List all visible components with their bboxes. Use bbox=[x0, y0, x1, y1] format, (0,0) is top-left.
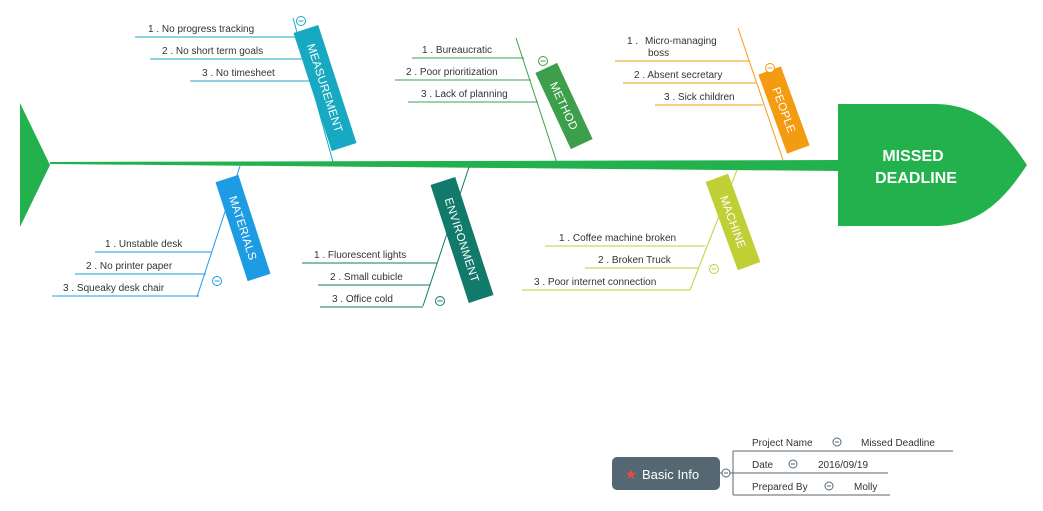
info-key-project-name[interactable]: Project Name bbox=[752, 438, 813, 449]
cause-method-3[interactable]: 3 . Lack of planning bbox=[421, 89, 508, 100]
cause-method-1[interactable]: 1 . Bureaucratic bbox=[422, 45, 492, 56]
cause-environment-3[interactable]: 3 . Office cold bbox=[332, 294, 393, 305]
cause-materials-2[interactable]: 2 . No printer paper bbox=[86, 261, 173, 272]
cause-line bbox=[522, 245, 705, 291]
collapse-icon[interactable] bbox=[435, 296, 445, 306]
collapse-icon[interactable] bbox=[212, 276, 222, 286]
category-label-environment[interactable]: ENVIRONMENT bbox=[430, 177, 494, 303]
cause-machine-2[interactable]: 2 . Broken Truck bbox=[598, 255, 672, 266]
cause-line bbox=[135, 36, 312, 82]
collapse-icon[interactable] bbox=[765, 63, 775, 73]
cause-machine-1[interactable]: 1 . Coffee machine broken bbox=[559, 233, 676, 244]
info-value-project-name[interactable]: Missed Deadline bbox=[861, 438, 935, 449]
head-line-1: MISSED bbox=[882, 148, 943, 165]
category-method: 1 . Bureaucratic 2 . Poor prioritization… bbox=[395, 37, 593, 164]
basic-info: ★ Basic Info Project Name Missed Deadlin… bbox=[612, 437, 953, 496]
fish-spine bbox=[50, 160, 840, 171]
cause-measurement-1[interactable]: 1 . No progress tracking bbox=[148, 24, 254, 35]
cause-people-1-prefix: 1 . bbox=[627, 36, 638, 47]
basic-info-label: Basic Info bbox=[642, 467, 699, 482]
cause-line bbox=[302, 262, 437, 308]
star-icon: ★ bbox=[625, 466, 638, 482]
collapse-icon[interactable] bbox=[709, 264, 719, 274]
basic-info-connectors bbox=[720, 450, 953, 496]
cause-measurement-2[interactable]: 2 . No short term goals bbox=[162, 46, 263, 57]
category-measurement: 1 . No progress tracking 2 . No short te… bbox=[135, 16, 357, 163]
info-value-prepared-by[interactable]: Molly bbox=[854, 482, 877, 493]
cause-line bbox=[395, 57, 538, 103]
cause-environment-2[interactable]: 2 . Small cubicle bbox=[330, 272, 403, 283]
collapse-icon[interactable] bbox=[788, 459, 798, 469]
cause-line bbox=[615, 60, 763, 106]
category-materials: 1 . Unstable desk 2 . No printer paper 3… bbox=[52, 165, 271, 298]
head-line-2: DEADLINE bbox=[875, 170, 957, 187]
cause-method-2[interactable]: 2 . Poor prioritization bbox=[406, 67, 498, 78]
category-label-machine[interactable]: MACHINE bbox=[705, 173, 761, 271]
basic-info-node[interactable]: ★ Basic Info bbox=[612, 457, 720, 490]
fish-head[interactable]: MISSED DEADLINE bbox=[838, 104, 1027, 226]
collapse-icon[interactable] bbox=[538, 56, 548, 66]
collapse-icon[interactable] bbox=[721, 468, 731, 478]
collapse-icon[interactable] bbox=[824, 481, 834, 491]
collapse-icon[interactable] bbox=[832, 437, 842, 447]
category-label-method[interactable]: METHOD bbox=[535, 62, 593, 150]
category-label-materials[interactable]: MATERIALS bbox=[215, 174, 271, 282]
cause-people-3[interactable]: 3 . Sick children bbox=[664, 92, 735, 103]
cause-people-2[interactable]: 2 . Absent secretary bbox=[634, 70, 722, 81]
collapse-icon[interactable] bbox=[296, 16, 306, 26]
cause-people-1-line2: boss bbox=[648, 48, 669, 59]
category-machine: 1 . Coffee machine broken 2 . Broken Tru… bbox=[522, 169, 761, 291]
cause-materials-1[interactable]: 1 . Unstable desk bbox=[105, 239, 183, 250]
cause-environment-1[interactable]: 1 . Fluorescent lights bbox=[314, 250, 406, 261]
cause-people-1-line1: Micro-managing bbox=[645, 36, 717, 47]
category-environment: 1 . Fluorescent lights 2 . Small cubicle… bbox=[302, 166, 494, 308]
cause-machine-3[interactable]: 3 . Poor internet connection bbox=[534, 277, 656, 288]
cause-materials-3[interactable]: 3 . Squeaky desk chair bbox=[63, 283, 165, 294]
cause-line bbox=[52, 251, 212, 297]
info-value-date[interactable]: 2016/09/19 bbox=[818, 460, 868, 471]
info-key-date[interactable]: Date bbox=[752, 460, 774, 471]
cause-measurement-3[interactable]: 3 . No timesheet bbox=[202, 68, 275, 79]
category-people: 1 . Micro-managing boss 2 . Absent secre… bbox=[615, 27, 810, 161]
info-key-prepared-by[interactable]: Prepared By bbox=[752, 482, 808, 493]
fish-tail bbox=[20, 103, 50, 227]
cause-people-1[interactable]: 1 . Micro-managing boss bbox=[627, 36, 719, 59]
